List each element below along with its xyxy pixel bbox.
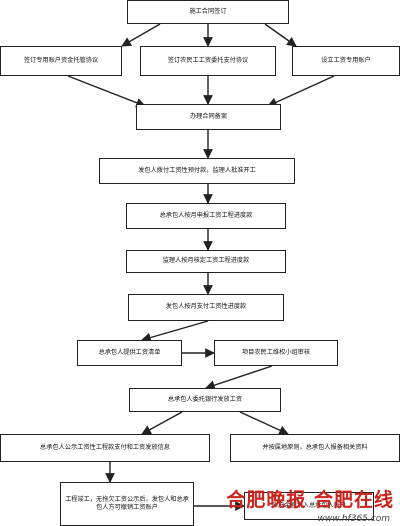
logo-text: 合肥晚报 合肥在线 [226,489,394,511]
edge-custody-to-filing [67,75,146,108]
edge-pay-to-list [141,320,209,343]
newspaper-logo-watermark: 合肥晚报 合肥在线 [226,485,394,512]
node-payroll-list: 总承包人提供工资清单 [77,340,182,366]
node-entrust-agreement: 签订农民工工资委托支付协议 [140,46,276,76]
node-close-account: 工程竣工，无拖欠工资公示后，发包人和总承包人方可撤销工资账户 [60,482,194,526]
node-monthly-payment: 发包人按月支付工资性进度款 [128,294,284,321]
node-contract-signing: 施工合同签订 [127,0,289,24]
edge-review-to-bank [205,365,273,390]
node-wage-account: 设立工资专用账户 [292,46,400,76]
node-bank-payout: 总承包人委托银行发放工资 [129,388,281,412]
node-public-notice: 总承包人公示工资性工程款支付和工资发放信息 [0,434,210,462]
node-prepayment: 发包人拨付工资性预付款，监理人批准开工 [99,158,295,184]
edge-bank-to-report [239,411,289,435]
edge-contract-to-custody [121,23,161,47]
edge-contract-to-account [264,23,297,47]
node-report-filing: 并按属地原则，总承包人报备相关资料 [230,434,400,462]
watermark-url: www.hf365.com [317,514,390,524]
node-rights-review: 项目农民工维权小组审核 [214,340,338,366]
node-custody-agreement: 签订专用账户资金托管协议 [0,46,122,76]
node-monthly-declare: 总承包人按月申报工资工程进度款 [126,203,286,229]
edge-account-to-filing [267,75,335,107]
node-balance-transfer: 账户余额划入总承包人账户 [244,492,374,520]
node-supervisor-verify: 监理人按月核定工资工程进度款 [126,250,286,273]
node-contract-filing: 办理合同备案 [136,104,281,130]
edge-bank-to-publish [141,411,183,435]
